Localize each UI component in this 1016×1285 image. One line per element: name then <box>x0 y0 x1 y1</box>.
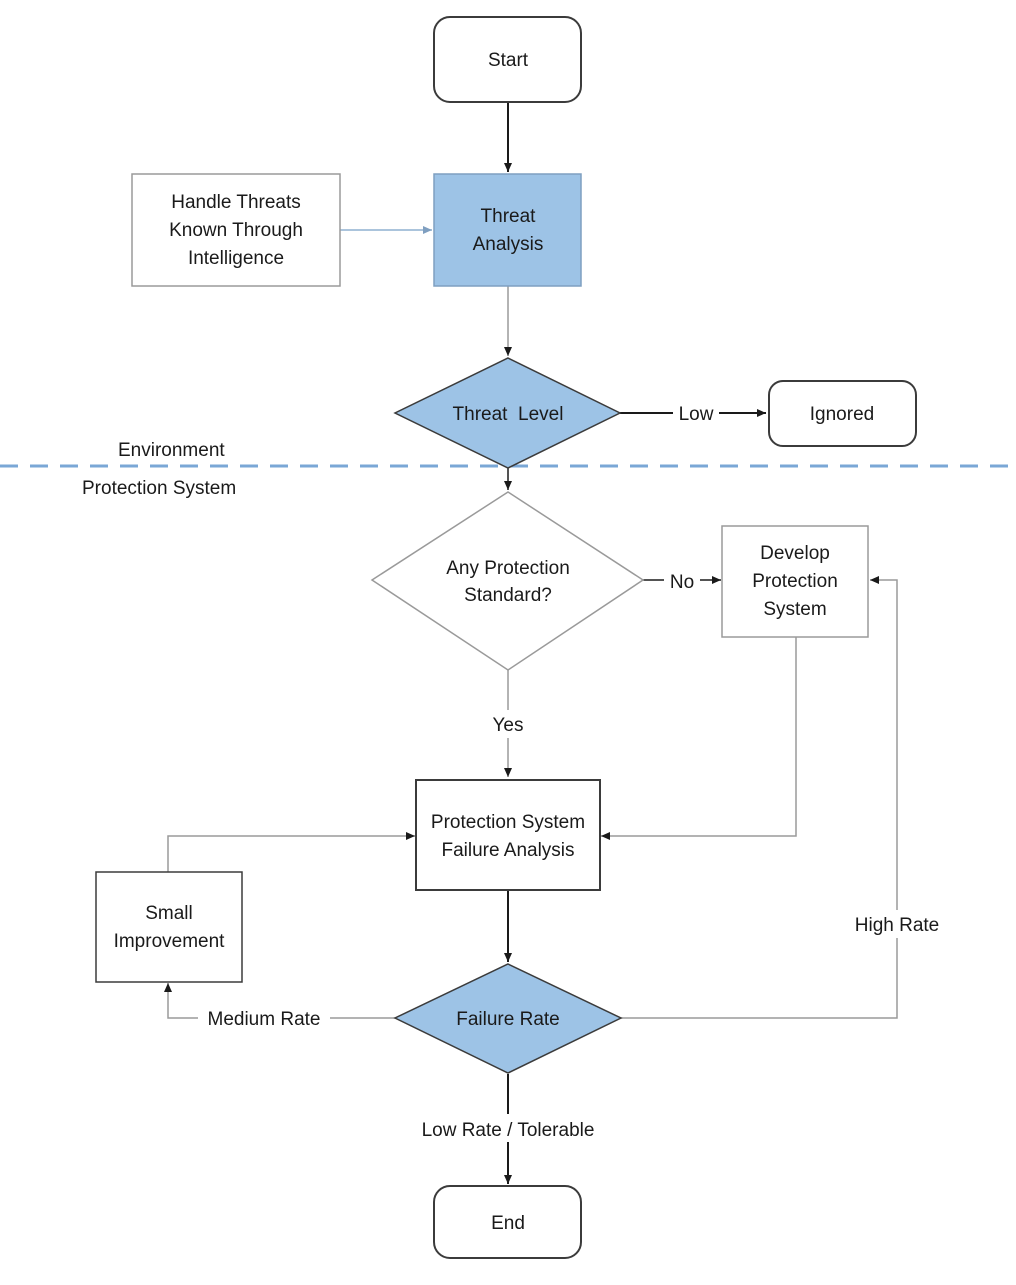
node-threat-analysis-line-2: Analysis <box>473 234 544 255</box>
node-start-label: Start <box>488 50 529 71</box>
node-threat-level-label: Threat Level <box>453 404 564 425</box>
edge-label-medium-rate: Medium Rate <box>208 1009 321 1030</box>
node-failure-analysis: Protection System Failure Analysis <box>415 779 601 891</box>
node-ignored: Ignored <box>768 380 917 447</box>
node-develop-protection: Develop Protection System <box>721 525 869 638</box>
node-handle-threats-line-1: Handle Threats <box>171 192 301 213</box>
edge-label-yes: Yes <box>493 715 524 736</box>
region-label-environment: Environment <box>118 440 225 461</box>
node-end: End <box>433 1185 582 1259</box>
node-handle-threats-line-3: Intelligence <box>188 248 284 269</box>
edge-label-low: Low <box>679 404 714 425</box>
edge-label-high-rate: High Rate <box>855 915 940 936</box>
node-start: Start <box>433 16 582 103</box>
edge-rate-to-develop <box>621 576 898 1019</box>
node-ignored-label: Ignored <box>810 404 874 425</box>
node-any-protection-line-2: Standard? <box>464 585 552 606</box>
edge-develop-to-failure-analysis <box>601 637 797 840</box>
edge-improvement-to-failure-analysis <box>167 832 415 872</box>
node-threat-analysis-line-1: Threat <box>481 206 537 227</box>
node-small-improvement-line-1: Small <box>145 903 193 924</box>
node-failure-rate: Failure Rate <box>393 963 623 1074</box>
node-develop-protection-line-2: Protection <box>752 571 838 592</box>
node-develop-protection-line-3: System <box>763 599 826 620</box>
node-small-improvement-line-2: Improvement <box>114 931 226 952</box>
node-threat-analysis: Threat Analysis <box>433 173 582 287</box>
node-failure-rate-label: Failure Rate <box>456 1009 560 1030</box>
node-small-improvement: Small Improvement <box>95 871 243 983</box>
region-label-protection-system: Protection System <box>82 478 236 499</box>
node-handle-threats-line-2: Known Through <box>169 220 303 241</box>
node-any-protection-line-1: Any Protection <box>446 558 570 579</box>
node-failure-analysis-line-2: Failure Analysis <box>441 840 574 861</box>
node-end-label: End <box>491 1213 525 1234</box>
node-develop-protection-line-1: Develop <box>760 543 830 564</box>
edge-label-no: No <box>670 572 694 593</box>
edge-label-low-rate: Low Rate / Tolerable <box>422 1120 595 1141</box>
node-failure-analysis-line-1: Protection System <box>431 812 585 833</box>
node-any-protection: Any Protection Standard? <box>370 491 645 671</box>
node-threat-level: Threat Level <box>393 357 622 469</box>
node-handle-threats: Handle Threats Known Through Intelligenc… <box>131 173 341 287</box>
